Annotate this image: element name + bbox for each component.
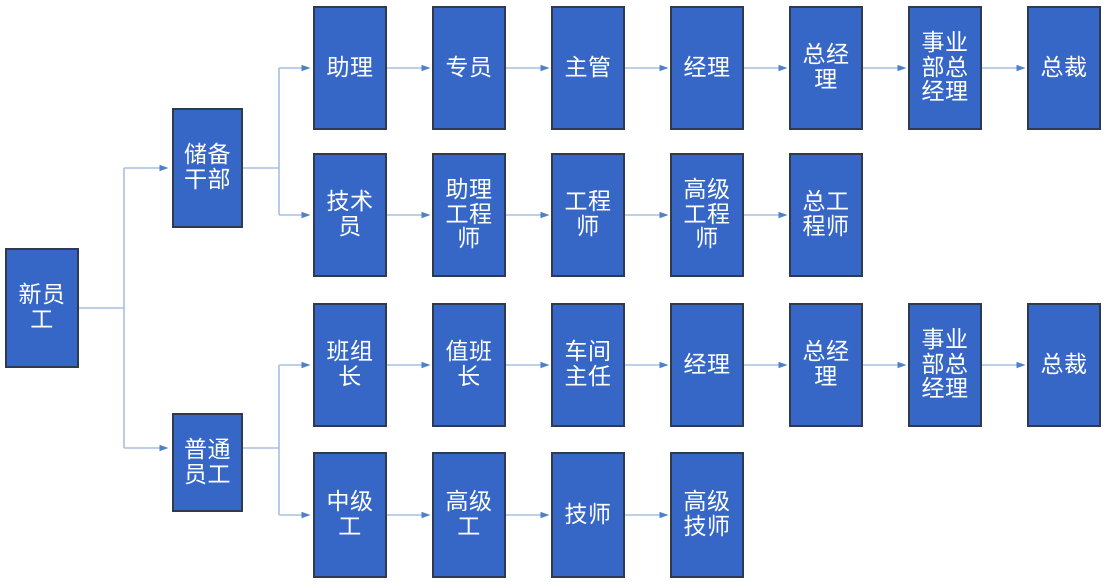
node-mgmt-supervisor[interactable]: 主管 [551, 6, 625, 130]
node-mgmt-specialist[interactable]: 专员 [432, 6, 506, 130]
node-mgmt-assistant[interactable]: 助理 [313, 6, 387, 130]
node-skill-technician[interactable]: 技师 [551, 452, 625, 578]
node-prod-manager[interactable]: 经理 [670, 303, 744, 427]
node-label: 高级工 [445, 489, 493, 540]
node-label: 技师 [564, 501, 612, 528]
node-label: 高级工程师 [683, 176, 731, 253]
node-new-employee[interactable]: 新员工 [5, 248, 79, 368]
node-mgmt-division-gm[interactable]: 事业部总经理 [908, 6, 982, 130]
node-prod-team-leader[interactable]: 班组长 [313, 303, 387, 427]
node-tech-technician[interactable]: 技术员 [313, 153, 387, 277]
node-label: 普通员工 [184, 436, 231, 488]
node-tech-engineer[interactable]: 工程师 [551, 153, 625, 277]
node-label: 经理 [683, 351, 731, 378]
node-label: 中级工 [326, 489, 374, 540]
node-label: 班组长 [326, 339, 374, 390]
node-prod-workshop-director[interactable]: 车间主任 [551, 303, 625, 427]
node-label: 助理 [326, 54, 374, 81]
node-label: 总工程师 [802, 189, 850, 240]
node-label: 新员工 [18, 282, 66, 333]
node-label: 助理工程师 [445, 176, 493, 253]
node-mgmt-general-manager[interactable]: 总经理 [789, 6, 863, 130]
node-skill-senior-technician[interactable]: 高级技师 [670, 452, 744, 578]
node-prod-shift-leader[interactable]: 值班长 [432, 303, 506, 427]
node-label: 值班长 [445, 339, 493, 390]
node-tech-chief-engineer[interactable]: 总工程师 [789, 153, 863, 277]
node-skill-senior-worker[interactable]: 高级工 [432, 452, 506, 578]
node-label: 高级技师 [683, 489, 731, 540]
node-mgmt-manager[interactable]: 经理 [670, 6, 744, 130]
node-tech-assistant-engineer[interactable]: 助理工程师 [432, 153, 506, 277]
node-label: 技术员 [326, 189, 374, 240]
node-general-staff[interactable]: 普通员工 [172, 413, 243, 512]
node-label: 工程师 [564, 189, 612, 240]
node-label: 总裁 [1040, 351, 1088, 378]
node-prod-general-manager[interactable]: 总经理 [789, 303, 863, 427]
node-label: 总经理 [802, 42, 850, 93]
node-mgmt-president[interactable]: 总裁 [1027, 6, 1101, 130]
node-label: 车间主任 [564, 339, 612, 390]
node-label: 总裁 [1040, 54, 1088, 81]
node-label: 事业部总经理 [921, 326, 969, 403]
node-tech-senior-engineer[interactable]: 高级工程师 [670, 153, 744, 277]
node-label: 经理 [683, 54, 731, 81]
node-label: 专员 [445, 54, 493, 81]
node-label: 储备干部 [184, 142, 231, 193]
node-skill-intermediate-worker[interactable]: 中级工 [313, 452, 387, 578]
node-label: 主管 [564, 54, 612, 81]
node-prod-division-gm[interactable]: 事业部总经理 [908, 303, 982, 427]
node-label: 事业部总经理 [921, 29, 969, 106]
node-prod-president[interactable]: 总裁 [1027, 303, 1101, 427]
node-label: 总经理 [802, 339, 850, 390]
node-reserve-cadre[interactable]: 储备干部 [172, 108, 243, 228]
